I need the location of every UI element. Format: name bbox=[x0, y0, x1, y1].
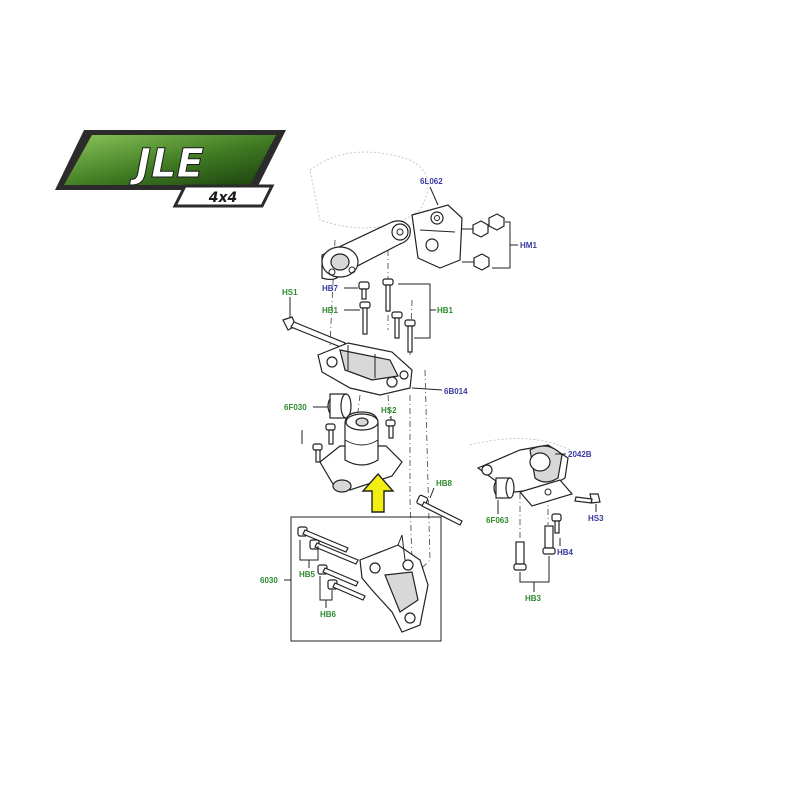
bracket-6b014 bbox=[317, 342, 413, 396]
bolt-hb4 bbox=[551, 513, 562, 534]
highlight-arrow bbox=[361, 472, 395, 513]
label-hs2: HS2 bbox=[381, 406, 397, 415]
bolt-hb1-c bbox=[391, 311, 403, 339]
box-6030 bbox=[290, 516, 442, 642]
label-hb1-right: HB1 bbox=[437, 306, 454, 315]
bracket-hb5 bbox=[299, 540, 319, 568]
bolts-hb6 bbox=[317, 564, 366, 601]
logo-badge-text: 4x4 bbox=[208, 190, 238, 206]
label-6l062: 6L062 bbox=[420, 177, 443, 186]
bolt-hs3 bbox=[574, 493, 601, 504]
logo-brand-text: JLE bbox=[129, 141, 204, 187]
bracket-hm1 bbox=[492, 221, 518, 269]
jle-4x4-logo: JLE 4x4 bbox=[55, 130, 286, 208]
label-hb5: HB5 bbox=[299, 570, 316, 579]
label-hb4: HB4 bbox=[557, 548, 574, 557]
bracket-hb3 bbox=[519, 556, 550, 592]
bolt-hb1-a bbox=[359, 301, 371, 335]
label-6b014: 6B014 bbox=[444, 387, 468, 396]
ghost-engine-outline bbox=[309, 151, 429, 229]
bracket-6030 bbox=[359, 534, 429, 633]
logo-badge-box bbox=[172, 184, 275, 208]
part-labels: 6L062 HM1 HS1 HB7 HB1 HB1 6B014 6F030 HS… bbox=[260, 177, 604, 619]
bolt-hs1 bbox=[282, 316, 346, 349]
label-hb1-left: HB1 bbox=[322, 306, 339, 315]
bolts-hb3 bbox=[513, 525, 556, 571]
leader-hb8 bbox=[429, 487, 435, 499]
bolt-hb7 bbox=[358, 281, 370, 300]
bracket-hb6 bbox=[319, 576, 333, 608]
bolt-hb1-b bbox=[382, 278, 394, 312]
label-hb6: HB6 bbox=[320, 610, 337, 619]
label-hb3: HB3 bbox=[525, 594, 542, 603]
leader-6l062 bbox=[429, 186, 439, 206]
label-hb8: HB8 bbox=[436, 479, 453, 488]
label-hs1: HS1 bbox=[282, 288, 298, 297]
bolts-hb5 bbox=[297, 526, 359, 565]
nuts-hm1 bbox=[462, 213, 505, 271]
label-2042b: 2042B bbox=[568, 450, 592, 459]
background-ghost-outlines bbox=[309, 151, 571, 451]
bolt-hb8 bbox=[416, 494, 463, 526]
leader-6b014 bbox=[411, 387, 443, 391]
ghost-subframe-outline bbox=[469, 438, 571, 451]
leaders-hb7-hb1 bbox=[344, 287, 360, 311]
bolt-hb1-d bbox=[404, 319, 416, 353]
bushing-6f030 bbox=[327, 393, 352, 419]
logo-panel bbox=[64, 135, 276, 185]
label-6f030: 6F030 bbox=[284, 403, 307, 412]
label-hs3: HS3 bbox=[588, 514, 604, 523]
label-hb7: HB7 bbox=[322, 284, 339, 293]
bolt-hs2 bbox=[385, 419, 396, 439]
label-6030: 6030 bbox=[260, 576, 278, 585]
bolt-left-stud bbox=[312, 423, 336, 463]
torque-rod-6l062 bbox=[321, 220, 411, 281]
label-hm1: HM1 bbox=[520, 241, 537, 250]
bracket-6l062 bbox=[411, 204, 463, 269]
label-6f063: 6F063 bbox=[486, 516, 509, 525]
bracket-hb1-right bbox=[398, 283, 436, 339]
bushing-6f063 bbox=[493, 477, 515, 499]
